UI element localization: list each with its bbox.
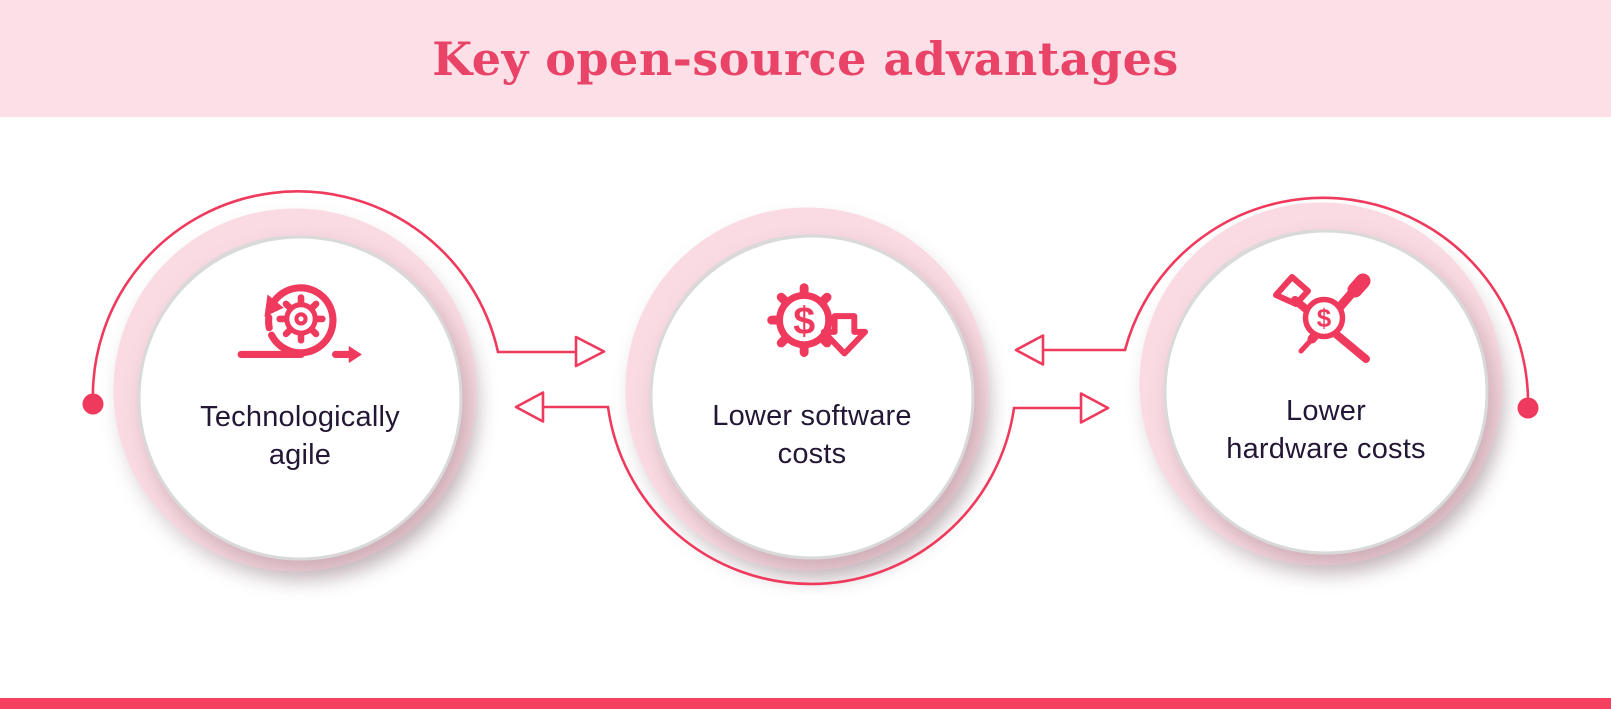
node-circle-2 (649, 234, 975, 560)
left-arrow-icon (1014, 334, 1045, 366)
right-arrow-icon (574, 335, 606, 368)
arc-circle1-to-circle2 (91, 190, 576, 405)
start-dot (82, 393, 104, 415)
left-arrow-icon (514, 391, 545, 423)
end-dot (1517, 397, 1539, 419)
node-circle-1 (137, 235, 463, 561)
right-arrow-icon (1079, 392, 1110, 424)
arc-under-circle2 (543, 405, 1081, 586)
footer-bar (0, 698, 1611, 709)
header-band: Key open-source advantages (0, 0, 1611, 117)
arc-over-circle3 (1043, 196, 1530, 409)
page-title: Key open-source advantages (432, 31, 1179, 86)
node-circle-3 (1163, 229, 1489, 555)
